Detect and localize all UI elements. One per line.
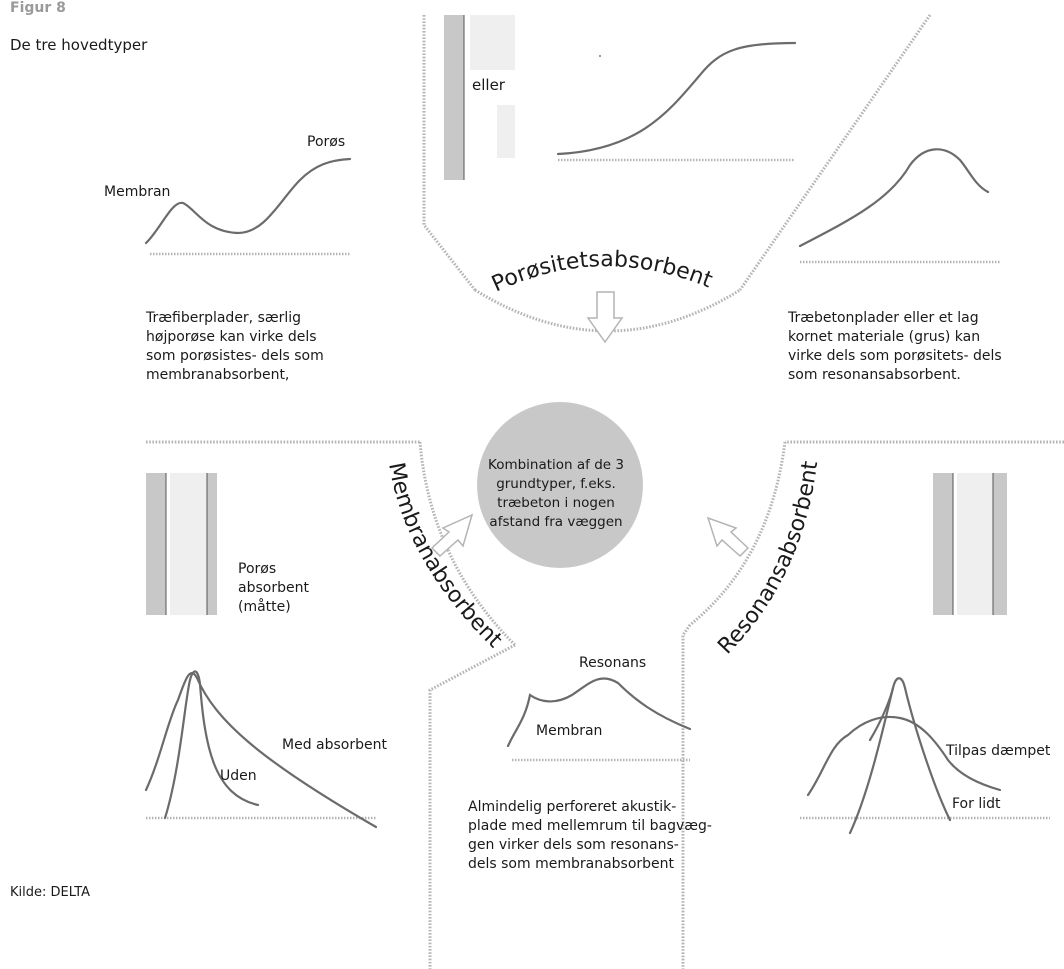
top-right-description: Træbetonplader eller et lag kornet mater…	[788, 309, 1002, 385]
curve-membran-porous	[144, 157, 352, 245]
center-description: Kombination af de 3 grundtyper, f.eks. t…	[488, 457, 624, 530]
left-panel-label-1: Porøs	[238, 561, 277, 577]
source-credit: Kilde: DELTA	[10, 885, 91, 900]
tilpas-label: Tilpas dæmpet	[946, 743, 1051, 759]
left-panel-label-2: absorbent	[238, 580, 309, 596]
left-wall-dark	[146, 473, 166, 615]
top-left-line-3: som porøsistes- dels som	[146, 348, 324, 364]
arc-title-resonans: Resonansabsorbent	[713, 459, 823, 659]
bottom-line-2: plade med mellemrum til bagvæg-	[468, 818, 712, 834]
curve-porosity-s	[556, 41, 797, 156]
top-boundary-right	[738, 14, 932, 291]
top-left-line-4: membranabsorbent,	[146, 367, 290, 383]
top-left-description: Træfiberplader, særlig højporøse kan vir…	[146, 309, 324, 385]
arc-title-porosity: Porøsitetsabsorbent	[488, 247, 716, 297]
bottom-boundary-right	[681, 624, 692, 969]
porous-block-top	[470, 15, 515, 70]
top-right-line-2: kornet materiale (grus) kan	[788, 329, 981, 345]
left-panel-dark	[207, 473, 217, 615]
figure-label: Figur 8	[10, 0, 66, 16]
med-absorbent-label: Med absorbent	[282, 737, 387, 753]
top-wall-graphic	[444, 15, 601, 180]
curve-resonans-membran	[506, 677, 692, 748]
membran-label-bottom: Membran	[536, 723, 603, 739]
top-right-line-1: Træbetonplader eller et lag	[788, 310, 979, 326]
arc-title-top-text: Porøsitetsabsorbent	[488, 247, 716, 297]
curve-resonance-topright	[798, 148, 990, 248]
top-boundary-arc	[474, 288, 741, 333]
curve-uden	[163, 670, 260, 820]
baselines	[146, 158, 1050, 820]
eller-label: eller	[472, 76, 505, 94]
curve-for-lidt	[848, 677, 952, 835]
curve-for-lidt-right	[868, 686, 895, 742]
membran-label-top: Membran	[104, 184, 171, 200]
right-wall-dark	[933, 473, 953, 615]
for-lidt-label: For lidt	[952, 796, 1001, 812]
wall-dark	[444, 15, 464, 180]
curves	[144, 41, 1002, 835]
left-boundary-arc	[418, 441, 517, 647]
figure-subtitle: De tre hovedtyper	[10, 36, 148, 54]
porous-block-bottom	[497, 105, 515, 158]
arrow-down	[586, 291, 624, 344]
porous-label-top: Porøs	[307, 134, 346, 150]
right-panel-dark	[993, 473, 1007, 615]
top-right-line-4: som resonansabsorbent.	[788, 367, 961, 383]
right-wall-graphic	[933, 473, 1007, 615]
bottom-line-1: Almindelig perforeret akustik-	[468, 799, 677, 815]
arc-title-right-text: Resonansabsorbent	[713, 459, 823, 659]
curve-med-absorbent	[144, 672, 378, 829]
top-left-line-1: Træfiberplader, særlig	[146, 310, 302, 326]
dot-mark	[599, 55, 601, 57]
uden-label: Uden	[220, 768, 257, 784]
arrow-left-panel	[430, 513, 474, 558]
left-wall-graphic	[146, 473, 217, 615]
bottom-line-4: dels som membranabsorbent	[468, 856, 675, 872]
right-gap	[957, 473, 993, 615]
top-right-line-3: virke dels som porøsitets- dels	[788, 348, 1002, 364]
left-panel-label: Porøs absorbent (måtte)	[238, 560, 309, 617]
arrows	[430, 291, 750, 558]
right-boundary-arc	[689, 441, 787, 627]
arrow-right-panel	[706, 516, 750, 558]
resonans-label: Resonans	[579, 655, 647, 671]
bottom-boundary-left	[428, 643, 516, 969]
left-mat	[170, 473, 207, 615]
bottom-description: Almindelig perforeret akustik- plade med…	[468, 798, 712, 874]
combination-circle	[477, 402, 643, 568]
top-left-line-2: højporøse kan virke dels	[146, 329, 317, 345]
bottom-line-3: gen virker dels som resonans-	[468, 837, 679, 853]
left-panel-label-3: (måtte)	[238, 599, 291, 615]
boundary-lines	[146, 14, 1064, 969]
curve-tilpas	[806, 715, 1002, 797]
